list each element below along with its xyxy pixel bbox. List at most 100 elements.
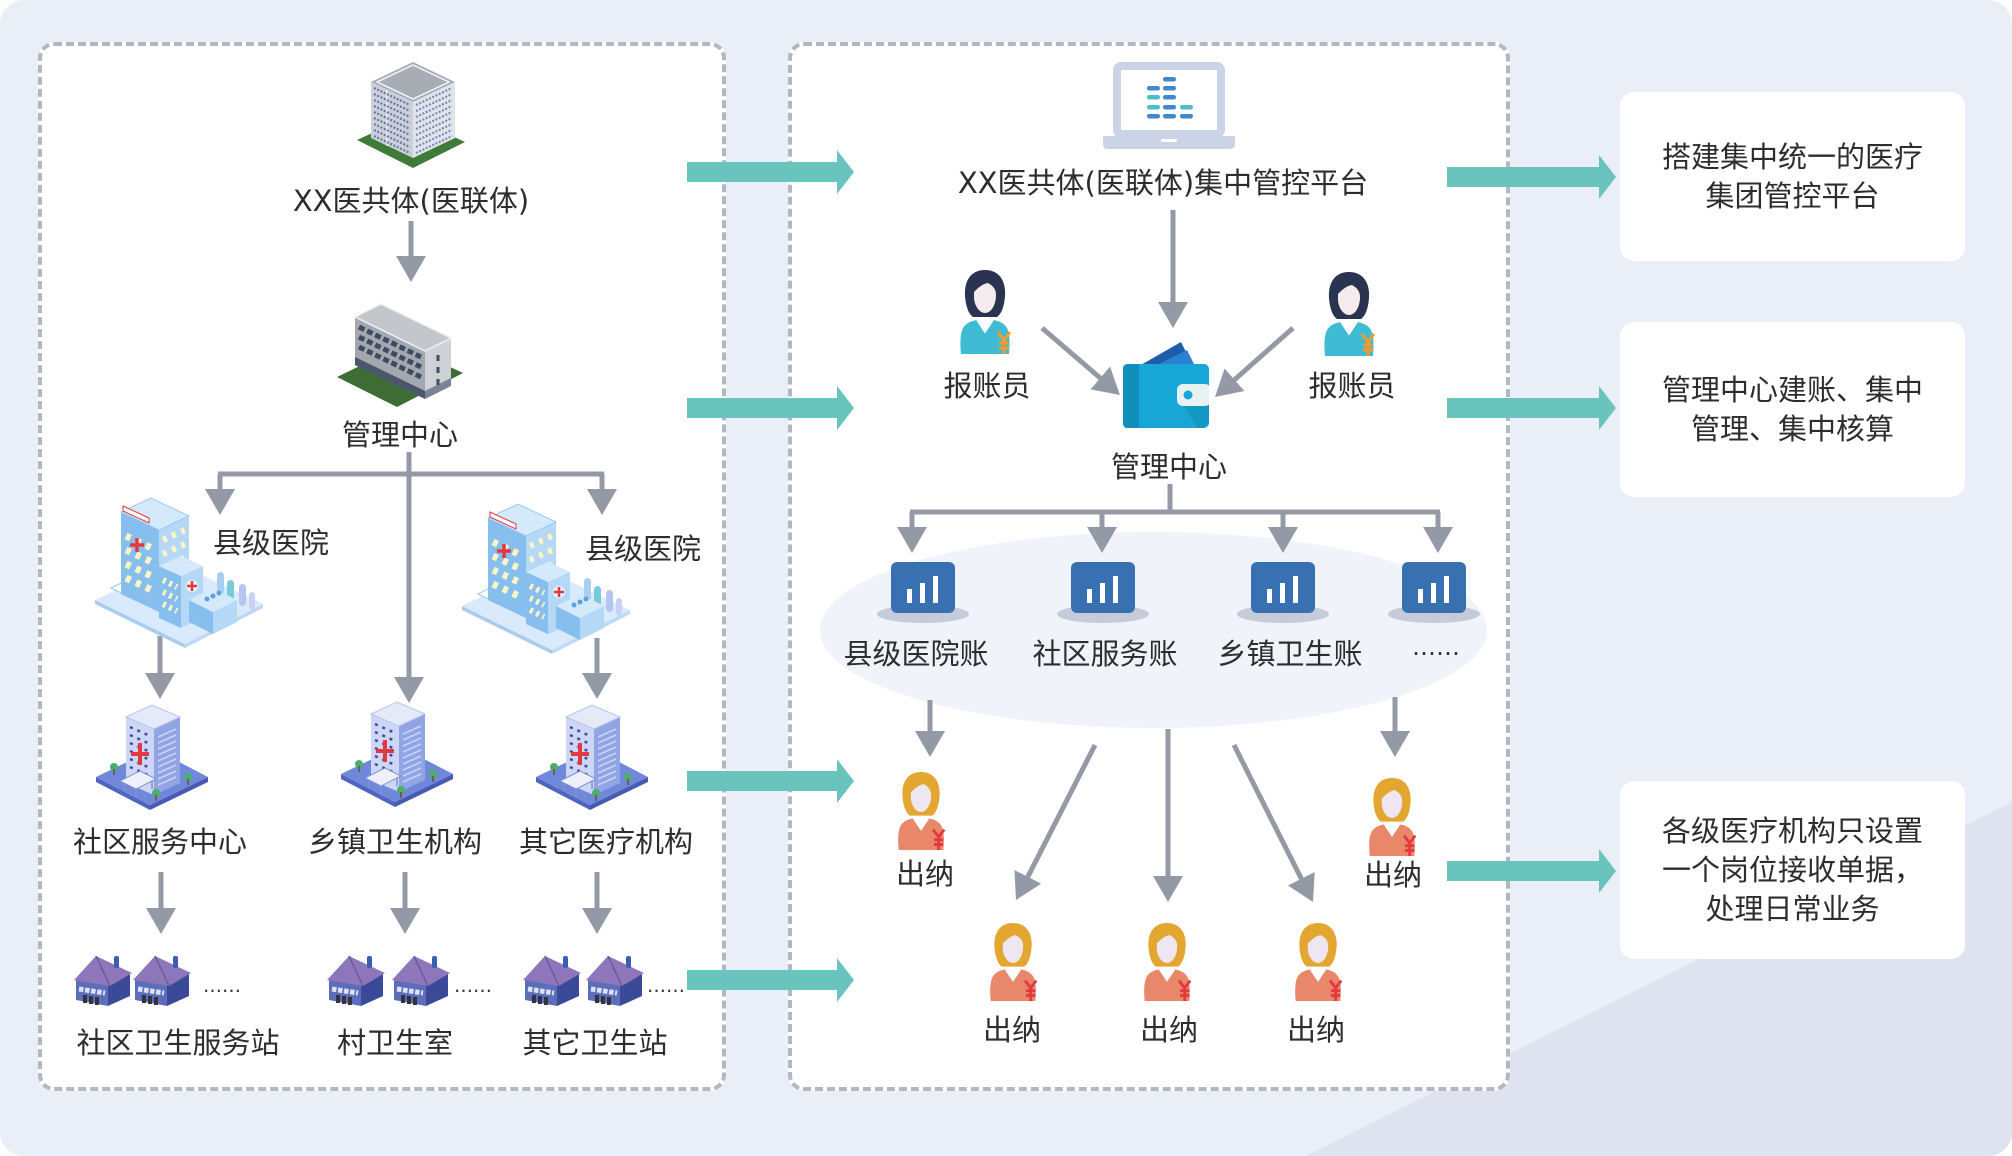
arrow-reimburser-right-to-center [1215, 326, 1295, 397]
note-line: 管理、集中核算 [1690, 411, 1894, 446]
arrow-head [1268, 527, 1298, 553]
arrow-head [1287, 872, 1315, 902]
note-card-platform: 搭建集中统一的医疗 集团管控平台 [1620, 92, 1965, 261]
arrow-head [145, 673, 175, 699]
arrow-head [1158, 302, 1188, 328]
note-line: 各级医疗机构只设置 [1661, 813, 1923, 848]
arrow-head [390, 908, 420, 934]
hospital-icon [93, 488, 265, 648]
hospital-icon [460, 494, 632, 654]
institution-label: 其它医疗机构 [518, 825, 694, 859]
note-line: 处理日常业务 [1705, 891, 1880, 926]
flow-arrow-platform-note [1447, 155, 1616, 199]
arrow-head [915, 731, 945, 757]
arrow-shaft [1024, 743, 1098, 880]
office-tower-icon [357, 60, 465, 168]
house-icon [586, 954, 644, 1008]
note-line: 集团管控平台 [1705, 178, 1880, 213]
root-org-label: XX医共体(医联体) [292, 184, 530, 218]
house-icon [74, 954, 132, 1008]
arrow-ledger-to-cashier-5 [1380, 697, 1410, 757]
clinic-icon [96, 703, 208, 811]
cashier-person-icon [895, 770, 947, 852]
arrow-to-ledger-township [1268, 512, 1298, 553]
clinic-icon [536, 703, 648, 811]
ledger-label: 县级医院账 [843, 637, 989, 671]
arrow-center-to-county-left [205, 474, 235, 515]
house-icon [523, 954, 581, 1008]
station-label: 社区卫生服务站 [76, 1026, 280, 1060]
cashier-person-icon [1292, 921, 1344, 1003]
office-building-icon [337, 293, 463, 411]
flow-arrow-management-note [1447, 386, 1616, 430]
more-stations-ellipsis: …… [647, 975, 685, 997]
county-hospital-label: 县级医院 [213, 526, 330, 560]
note-line: 管理中心建账、集中 [1661, 372, 1923, 407]
arrow-county-to-community [145, 636, 175, 699]
arrow-head [582, 673, 612, 699]
arrow-to-other-stations [582, 872, 612, 934]
house-icon [392, 954, 450, 1008]
arrow-to-community-stations [146, 872, 176, 934]
station-label: 村卫生室 [336, 1026, 454, 1060]
management-center-label: 管理中心 [1110, 450, 1228, 484]
cashier-label: 出纳 [895, 857, 955, 891]
ledger-more-ellipsis: …… [1412, 633, 1460, 661]
arrow-head [897, 527, 927, 553]
institution-label: 乡镇卫生机构 [307, 825, 483, 859]
note-card-institutions: 各级医疗机构只设置 一个岗位接收单据， 处理日常业务 [1620, 781, 1965, 959]
flow-arrow-center [687, 386, 854, 430]
arrow-head [396, 256, 426, 282]
county-hospital-label: 县级医院 [585, 532, 702, 566]
arrow-to-ledger-county [897, 512, 927, 553]
arrow-head [1014, 870, 1042, 900]
bar-chart-icon [1057, 562, 1149, 624]
arrow-ledger-to-cashier-4 [1231, 743, 1315, 902]
arrow-head [1215, 368, 1245, 397]
arrow-center-to-township [394, 474, 424, 703]
arrow-head [394, 677, 424, 703]
bar-chart-icon [1237, 562, 1329, 624]
arrow-head [146, 908, 176, 934]
arrow-ledger-to-cashier-2 [1014, 743, 1098, 900]
arrow-platform-to-center [1158, 210, 1188, 328]
arrow-head [587, 489, 617, 515]
more-stations-ellipsis: …… [454, 975, 492, 997]
cashier-label: 出纳 [982, 1013, 1042, 1047]
house-icon [327, 954, 385, 1008]
note-line: 一个岗位接收单据， [1661, 852, 1923, 887]
arrow-reimburser-left-to-center [1040, 326, 1120, 395]
arrow-shaft [1040, 326, 1104, 382]
laptop-chart-icon [1103, 62, 1235, 150]
platform-label: XX医共体(医联体)集中管控平台 [957, 166, 1369, 200]
bar-chart-icon [877, 562, 969, 624]
note-line: 搭建集中统一的医疗 [1661, 139, 1923, 174]
wallet-icon [1123, 340, 1209, 428]
arrow-ledger-to-cashier-1 [915, 700, 945, 757]
cashier-label: 出纳 [1139, 1013, 1199, 1047]
cashier-person-icon [1141, 921, 1193, 1003]
arrow-to-village-clinics [390, 872, 420, 934]
more-stations-ellipsis: …… [203, 975, 241, 997]
station-label: 其它卫生站 [522, 1026, 668, 1060]
cashier-person-icon [1366, 776, 1418, 858]
house-icon [133, 954, 191, 1008]
arrow-head [1153, 876, 1183, 902]
bar-chart-icon [1388, 562, 1480, 624]
arrow-head [1380, 731, 1410, 757]
cashier-label: 出纳 [1363, 858, 1423, 892]
arrow-ledger-to-cashier-3 [1153, 729, 1183, 902]
arrow-root-to-center [396, 221, 426, 282]
arrow-county-to-other [582, 638, 612, 699]
arrow-head [1423, 527, 1453, 553]
flow-arrow-cashier-note [1447, 849, 1616, 893]
flow-arrow-stations [687, 958, 854, 1002]
flow-arrow-root [687, 150, 854, 194]
reimburser-person-icon [1321, 270, 1377, 358]
flow-arrow-institutions [687, 759, 854, 803]
arrow-head [1087, 527, 1117, 553]
reimburser-person-icon [957, 268, 1013, 356]
clinic-icon [341, 700, 453, 808]
